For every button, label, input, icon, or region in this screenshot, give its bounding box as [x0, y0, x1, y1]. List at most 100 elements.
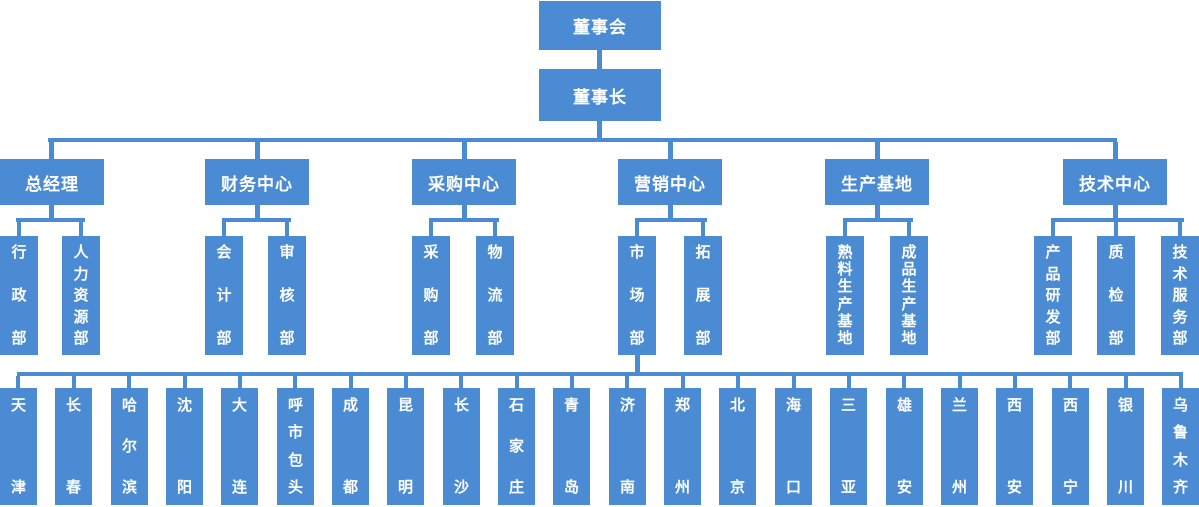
connector-line [285, 222, 289, 236]
org-node-city: 乌鲁木齐 [1162, 388, 1199, 505]
connector-line [625, 376, 629, 388]
org-node-city: 大连 [221, 388, 258, 505]
connector-line [843, 218, 913, 222]
connector-line [1113, 142, 1118, 159]
org-node-city: 兰州 [941, 388, 978, 505]
org-node-city: 郑州 [664, 388, 701, 505]
connector-line [1068, 376, 1072, 388]
connector-line [1051, 222, 1055, 236]
connector-line [429, 218, 499, 222]
org-node-city: 海口 [775, 388, 812, 505]
org-node-city: 三亚 [830, 388, 867, 505]
connector-line [681, 376, 685, 388]
connector-line [404, 376, 408, 388]
connector-line [668, 205, 673, 222]
org-node-city: 西宁 [1052, 388, 1089, 505]
org-node-division-procurement-center: 采购中心 [412, 159, 516, 205]
org-node-city: 长沙 [443, 388, 480, 505]
connector-line [570, 376, 574, 388]
connector-line [16, 218, 85, 222]
connector-line [847, 376, 851, 388]
connector-line [958, 376, 962, 388]
org-node-division-technology-center: 技术中心 [1063, 159, 1167, 205]
connector-line [222, 222, 226, 236]
connector-line [255, 142, 260, 159]
org-node-division-production-base: 生产基地 [825, 159, 929, 205]
org-node-department: 产品研发部 [1034, 236, 1072, 355]
connector-line [843, 222, 847, 236]
org-node-chairman: 董事长 [539, 69, 661, 121]
org-node-department: 成品生产基地 [890, 236, 928, 355]
connector-line [16, 376, 20, 388]
org-node-city: 成都 [332, 388, 369, 505]
connector-line [462, 205, 467, 222]
connector-line [701, 222, 705, 236]
org-node-department: 人力资源部 [62, 236, 100, 355]
connector-line [907, 222, 911, 236]
org-node-city: 青岛 [553, 388, 590, 505]
org-node-department: 技术服务部 [1161, 236, 1199, 355]
connector-line [293, 376, 297, 388]
connector-line [1051, 218, 1184, 222]
connector-line [1013, 376, 1017, 388]
org-node-city: 昆明 [387, 388, 424, 505]
org-node-department: 拓展部 [684, 236, 722, 355]
org-node-city: 天津 [0, 388, 37, 505]
org-node-department: 行政部 [0, 236, 38, 355]
connector-line [72, 376, 76, 388]
org-node-city: 石家庄 [498, 388, 535, 505]
org-node-city: 沈阳 [166, 388, 203, 505]
connector-line [79, 222, 83, 236]
org-node-city: 雄安 [886, 388, 923, 505]
connector-line [1124, 376, 1128, 388]
connector-line [17, 222, 21, 236]
org-node-department: 会计部 [205, 236, 243, 355]
org-node-city: 银川 [1107, 388, 1144, 505]
org-node-department-market: 市场部 [618, 236, 656, 355]
connector-line [1114, 222, 1118, 236]
connector-line [255, 205, 260, 222]
connector-line [462, 142, 467, 159]
connector-line [127, 376, 131, 388]
connector-line [1179, 376, 1183, 388]
connector-line [183, 376, 187, 388]
org-node-division-general-manager: 总经理 [0, 159, 104, 205]
connector-line [222, 218, 291, 222]
connector-line [635, 222, 639, 236]
connector-line [902, 376, 906, 388]
org-node-division-finance-center: 财务中心 [205, 159, 309, 205]
connector-line [238, 376, 242, 388]
org-node-department: 采购部 [412, 236, 450, 355]
org-node-department: 熟料生产基地 [826, 236, 864, 355]
org-node-department: 物流部 [476, 236, 514, 355]
connector-line [459, 376, 463, 388]
org-node-city: 西安 [996, 388, 1033, 505]
org-node-city: 长春 [55, 388, 92, 505]
connector-line [635, 355, 640, 374]
connector-line [17, 372, 1183, 376]
connector-line [635, 218, 707, 222]
org-node-city: 哈尔滨 [111, 388, 148, 505]
org-node-division-marketing-center: 营销中心 [618, 159, 722, 205]
org-node-department: 质检部 [1097, 236, 1135, 355]
connector-line [429, 222, 433, 236]
org-node-department: 审核部 [268, 236, 306, 355]
connector-line [597, 121, 602, 138]
connector-line [736, 376, 740, 388]
org-node-board: 董事会 [539, 1, 661, 50]
connector-line [49, 142, 54, 159]
connector-line [49, 205, 54, 222]
connector-line [349, 376, 353, 388]
connector-line [875, 142, 880, 159]
org-node-city: 济南 [609, 388, 646, 505]
org-node-city: 呼市包头 [277, 388, 314, 505]
connector-line [493, 222, 497, 236]
connector-line [792, 376, 796, 388]
connector-line [875, 205, 880, 222]
org-node-city: 北京 [719, 388, 756, 505]
connector-line [1178, 222, 1182, 236]
connector-line [515, 376, 519, 388]
connector-line [48, 138, 1117, 142]
connector-line [668, 142, 673, 159]
